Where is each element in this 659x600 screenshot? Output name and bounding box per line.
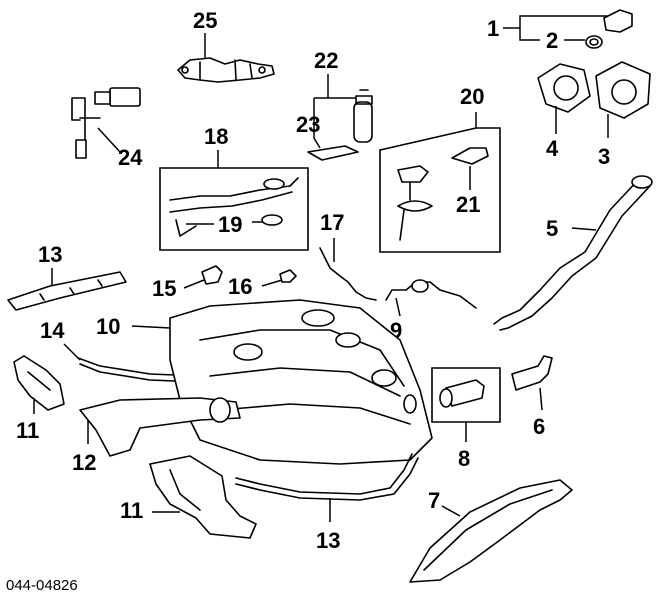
part-4-filler-housing — [537, 63, 591, 113]
callout-7: 7 — [428, 488, 440, 513]
part-8-valve — [439, 379, 485, 408]
callout-16: 16 — [228, 274, 252, 299]
part-21-gasket — [451, 147, 489, 165]
callout-3: 3 — [598, 144, 610, 169]
part-2-gasket — [585, 35, 603, 49]
part-5-filler-pipe — [493, 175, 653, 331]
part-16-clip — [279, 269, 297, 283]
callout-11b: 11 — [120, 498, 143, 523]
callout-12: 12 — [72, 450, 96, 475]
part-24-sender-unit — [71, 87, 141, 159]
part-6-hose — [511, 355, 553, 391]
callout-14: 14 — [40, 318, 65, 343]
callout-24: 24 — [118, 145, 143, 170]
part-1-fuel-cap — [603, 9, 633, 33]
callout-5: 5 — [546, 216, 558, 241]
part-23-pump-filter — [307, 145, 359, 161]
part-11-shield-lower — [149, 455, 257, 539]
part-20-gauge-assembly — [397, 165, 433, 241]
assembly-box-8 — [431, 367, 501, 423]
callout-22: 22 — [314, 48, 338, 73]
callout-1: 1 — [487, 16, 499, 41]
part-13-tube-lower — [235, 453, 419, 501]
callout-6: 6 — [533, 414, 545, 439]
callout-21: 21 — [456, 192, 480, 217]
part-11-shield-left — [13, 355, 65, 411]
diagram-code: 044-04826 — [6, 577, 78, 594]
callout-10: 10 — [96, 314, 120, 339]
callout-20: 20 — [460, 84, 484, 109]
part-19-grommet — [252, 214, 283, 226]
callout-2: 2 — [546, 28, 558, 53]
part-22-fuel-pump — [353, 89, 373, 143]
callout-23: 23 — [296, 112, 320, 137]
callout-17: 17 — [320, 210, 344, 235]
assembly-box-20 — [379, 127, 501, 253]
callout-4: 4 — [546, 136, 559, 161]
leader-24 — [97, 127, 121, 153]
part-12-crossover-pipe — [79, 397, 241, 457]
callout-25: 25 — [193, 8, 217, 33]
assembly-box-18 — [159, 167, 309, 251]
leader-23 — [313, 98, 321, 149]
callout-18: 18 — [204, 124, 228, 149]
leader-22 — [314, 74, 356, 99]
callout-8: 8 — [458, 446, 470, 471]
part-9-vent-pipe — [385, 279, 477, 309]
part-17-tube — [319, 247, 377, 301]
part-10-fuel-tank — [169, 299, 433, 465]
leader-1 — [503, 15, 608, 41]
part-25-harness — [177, 57, 275, 83]
part-18-tubes — [169, 177, 299, 237]
callout-11a: 11 — [16, 418, 39, 443]
callout-19: 19 — [218, 212, 242, 237]
callout-13a: 13 — [38, 242, 62, 267]
part-15-clip — [201, 265, 223, 285]
callout-13b: 13 — [316, 528, 340, 553]
callout-15: 15 — [152, 276, 176, 301]
part-3-filler-door-box — [595, 61, 651, 119]
part-7-protector — [409, 479, 573, 583]
part-13-protector-upper — [7, 271, 127, 311]
